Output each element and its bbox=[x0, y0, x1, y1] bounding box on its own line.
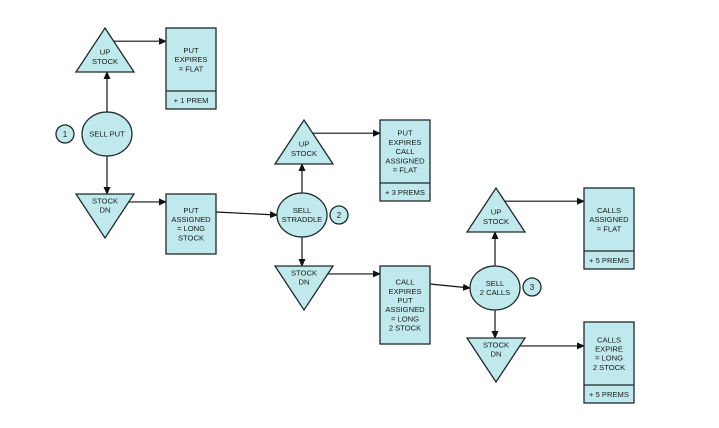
sell-2-calls-line: SELL bbox=[486, 279, 505, 288]
stock-dn-2-line: STOCK bbox=[291, 268, 317, 277]
call-expires-put-assigned-line: CALL bbox=[396, 278, 415, 287]
step-1-number: 1 bbox=[63, 130, 68, 139]
stock-dn-2-line: DN bbox=[299, 278, 310, 287]
step-3-number: 3 bbox=[530, 283, 535, 292]
step-1-circle bbox=[55, 124, 75, 144]
stock-dn-3-triangle bbox=[465, 337, 527, 384]
put-assigned-long-line: = LONG bbox=[177, 224, 205, 233]
up-stock-1-line: UP bbox=[100, 48, 111, 57]
put-expires-call-assigned-line: = FLAT bbox=[393, 165, 418, 174]
call-expires-put-assigned-line: ASSIGNED bbox=[385, 305, 425, 314]
up-stock-2-line: UP bbox=[299, 140, 310, 149]
calls-expire-long-line: 2 STOCK bbox=[593, 363, 625, 372]
put-expires-call-assigned-line: ASSIGNED bbox=[385, 156, 425, 165]
sell-straddle-ellipse bbox=[276, 192, 328, 238]
put-expires-call-assigned-premium-label: + 3 PREMS bbox=[385, 188, 425, 197]
arrow-call-expires-put-assigned-to-sell-2-calls bbox=[429, 283, 471, 291]
calls-expire-long-premium-label: + 5 PREMS bbox=[589, 390, 629, 399]
put-assigned-long-line: PUT bbox=[183, 206, 199, 215]
sell-2-calls-line: 2 CALLS bbox=[480, 288, 510, 297]
call-expires-put-assigned-line: PUT bbox=[397, 296, 413, 305]
put-assigned-long-line: ASSIGNED bbox=[171, 215, 211, 224]
up-stock-3-line: UP bbox=[491, 208, 502, 217]
call-expires-put-assigned-box bbox=[379, 265, 431, 345]
put-expires-flat-premium-label: + 1 PREM bbox=[174, 96, 209, 105]
up-stock-1-triangle bbox=[74, 26, 136, 73]
calls-expire-long-line: = LONG bbox=[595, 354, 623, 363]
stock-dn-1-line: STOCK bbox=[92, 196, 118, 205]
step-2-circle bbox=[329, 205, 349, 225]
sell-put-node: SELL PUT bbox=[81, 111, 133, 157]
sell-straddle-line: SELL bbox=[293, 206, 312, 215]
call-expires-put-assigned-line: = LONG bbox=[391, 314, 419, 323]
stock-dn-1-triangle bbox=[74, 193, 136, 240]
stock-dn-3-line: STOCK bbox=[483, 340, 509, 349]
put-assigned-long-box bbox=[165, 193, 217, 255]
calls-assigned-flat-line: = FLAT bbox=[597, 224, 622, 233]
call-expires-put-assigned-line: EXPIRES bbox=[389, 287, 422, 296]
put-expires-call-assigned-line: EXPIRES bbox=[389, 138, 422, 147]
calls-expire-long-box bbox=[583, 321, 635, 404]
put-expires-call-assigned-line: CALL bbox=[396, 147, 415, 156]
sell-2-calls-ellipse bbox=[469, 265, 521, 311]
up-stock-3-triangle bbox=[465, 186, 527, 233]
up-stock-2-line: STOCK bbox=[291, 149, 317, 158]
calls-assigned-flat-premium-label: + 5 PREMS bbox=[589, 256, 629, 265]
step-1-node: 1 bbox=[55, 124, 75, 144]
put-expires-call-assigned-line: PUT bbox=[397, 129, 413, 138]
step-2-node: 2 bbox=[329, 205, 349, 225]
put-expires-flat-line: EXPIRES bbox=[175, 55, 208, 64]
put-expires-flat-box bbox=[165, 27, 217, 110]
up-stock-2-triangle bbox=[273, 118, 335, 165]
put-expires-call-assigned-box bbox=[379, 119, 431, 202]
sell-straddle-line: STRADDLE bbox=[282, 215, 323, 224]
step-2-number: 2 bbox=[337, 211, 342, 220]
stock-dn-1-line: DN bbox=[100, 206, 111, 215]
stock-dn-2-triangle bbox=[273, 265, 335, 312]
stock-dn-3-line: DN bbox=[491, 350, 502, 359]
calls-assigned-flat-line: ASSIGNED bbox=[589, 215, 629, 224]
put-assigned-long-line: STOCK bbox=[178, 233, 204, 242]
step-3-circle bbox=[522, 277, 542, 297]
up-stock-3-line: STOCK bbox=[483, 217, 509, 226]
call-expires-put-assigned-line: 2 STOCK bbox=[389, 324, 421, 333]
arrow-put-assigned-long-to-sell-straddle bbox=[215, 211, 278, 219]
calls-assigned-flat-box bbox=[583, 187, 635, 270]
calls-expire-long-line: EXPIRE bbox=[595, 344, 623, 353]
put-expires-flat-line: PUT bbox=[183, 46, 199, 55]
sell-put-line: SELL PUT bbox=[89, 130, 125, 139]
step-3-node: 3 bbox=[522, 277, 542, 297]
sell-put-ellipse bbox=[81, 111, 133, 157]
calls-expire-long-line: CALLS bbox=[597, 335, 621, 344]
up-stock-1-line: STOCK bbox=[92, 57, 118, 66]
put-expires-flat-line: = FLAT bbox=[179, 64, 204, 73]
calls-assigned-flat-line: CALLS bbox=[597, 206, 621, 215]
